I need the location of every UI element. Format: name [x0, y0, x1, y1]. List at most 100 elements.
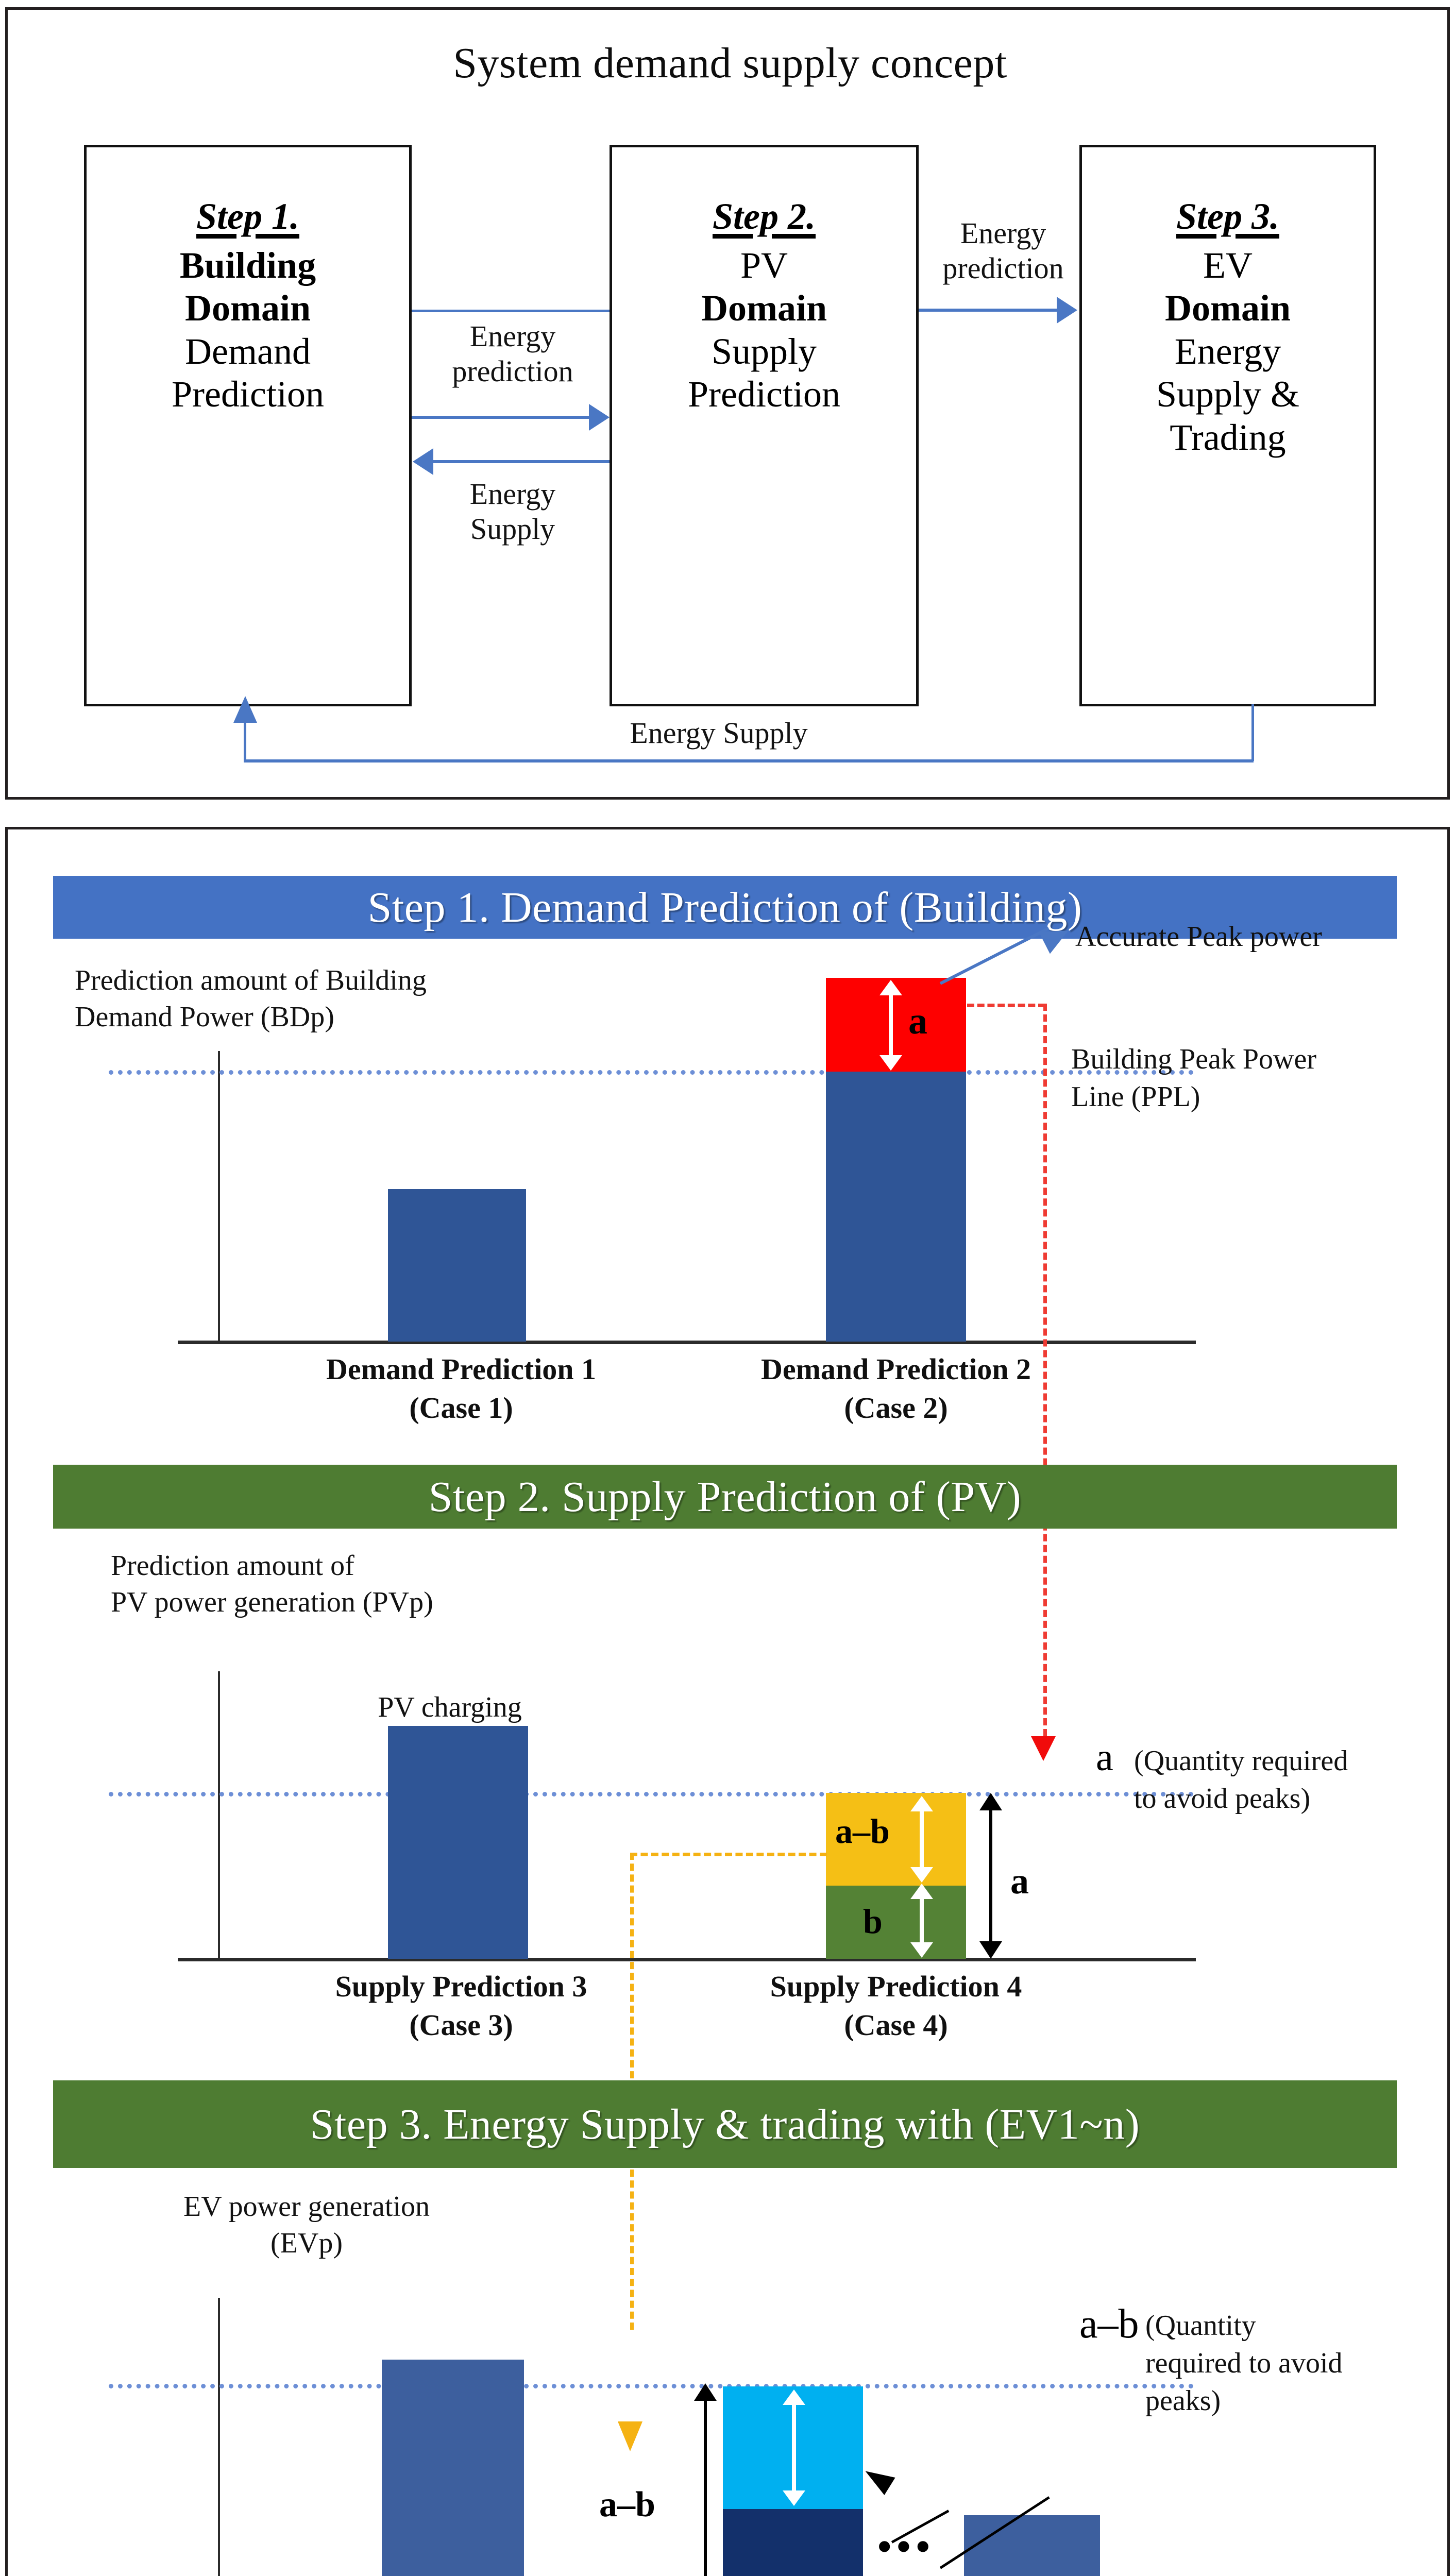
box1-line-1: Building	[179, 244, 316, 286]
step2-yellow-guide-horizontal	[630, 1853, 827, 1856]
steps-panel: Step 1. Demand Prediction of (Building) …	[5, 827, 1450, 2576]
step1-red-guide-vertical	[1043, 1004, 1047, 1736]
step2-quantity-symbol: a	[1096, 1736, 1113, 1779]
step2-y-axis-label: Prediction amount of PV power generation…	[111, 1550, 433, 1618]
step3-y-axis-label: EV power generation (EVp)	[183, 2191, 430, 2259]
connector-line-top	[412, 310, 610, 312]
step2-total-label-a: a	[1010, 1860, 1029, 1902]
step2-quantity-text: (Quantity required to avoid peaks)	[1134, 1745, 1348, 1815]
measure-arrowhead-down	[783, 2490, 805, 2506]
step2-bar-case4-top	[826, 1793, 966, 1886]
box2-step-label: Step 2.	[712, 196, 816, 237]
connector-line-pv-ev	[919, 309, 1057, 312]
step2-bar-case4-bottom	[826, 1886, 966, 1959]
section-header-step2: Step 2. Supply Prediction of (PV)	[53, 1465, 1397, 1529]
feedback-label-energy-supply: Energy Supply	[630, 716, 808, 750]
step1-y-axis-label: Prediction amount of Building Demand Pow…	[75, 964, 427, 1033]
step1-bar-case1	[388, 1189, 526, 1342]
step2-x-axis	[178, 1958, 1196, 1961]
step1-cat2-title: Demand Prediction 2	[760, 1352, 1031, 1386]
step1-cat1-title: Demand Prediction 1	[326, 1352, 597, 1386]
box1-line-4: Prediction	[172, 374, 324, 415]
step2-cat2-title: Supply Prediction 4	[770, 1970, 1022, 2003]
step2-red-guide-arrowhead	[1031, 1736, 1056, 1761]
section-header-step3: Step 3. Energy Supply & trading with (EV…	[53, 2080, 1397, 2168]
step1-red-guide-horizontal	[967, 1004, 1045, 1007]
measure-stem	[704, 2397, 707, 2576]
step2-total-measure-arrow-a	[979, 1793, 1002, 1959]
step2-segment-label-b: b	[863, 1902, 883, 1941]
step1-bar-case2-base	[826, 1071, 966, 1342]
step1-peak-power-line	[109, 1070, 1194, 1075]
box1-step-label: Step 1.	[196, 196, 299, 237]
concept-panel: System demand supply concept Step 1. Bui…	[5, 7, 1450, 800]
connector-line-pv-building	[433, 460, 610, 463]
step2-cat1-sub: (Case 3)	[409, 2008, 513, 2042]
box2-line-4: Prediction	[688, 374, 840, 415]
step2-category-label-4: Supply Prediction 4 (Case 4)	[731, 1967, 1061, 2045]
box2-line-1: PV	[740, 244, 788, 286]
domain-box-building: Step 1. Building Domain Demand Predictio…	[84, 145, 412, 706]
section-header-step1-text: Step 1. Demand Prediction of (Building)	[367, 883, 1082, 931]
step3-peak-power-line	[109, 2384, 1194, 2388]
step3-measure-label-a-minus-b: a–b	[599, 2485, 655, 2524]
measure-stem	[889, 993, 893, 1057]
connector-arrowhead-pv-ev	[1057, 297, 1077, 324]
measure-stem	[920, 1897, 924, 1944]
step3-quantity-text: (Quantity required to avoid peaks)	[1145, 2310, 1343, 2417]
connector-label-energy-prediction-2: Energy prediction	[942, 216, 1064, 285]
step1-measure-arrow-a	[879, 980, 902, 1071]
step3-pointer-arrowhead	[859, 2462, 895, 2495]
section-header-step1: Step 1. Demand Prediction of (Building)	[53, 876, 1397, 939]
step2-peak-power-line	[109, 1792, 1194, 1797]
measure-arrowhead-up	[879, 980, 902, 995]
step2-bar-case3	[388, 1726, 528, 1959]
step2-measure-arrow-bottom	[910, 1884, 933, 1958]
measure-stem	[989, 1806, 992, 1945]
connector-label-energy-prediction-1: Energy prediction	[452, 319, 573, 388]
measure-arrowhead-down	[910, 1867, 933, 1883]
measure-stem	[920, 1809, 924, 1869]
connector-arrowhead-pv-building	[413, 448, 433, 475]
step3-bar-ev2-bottom	[723, 2509, 863, 2576]
connector-arrowhead-building-pv	[589, 404, 610, 431]
feedback-line-left	[244, 718, 246, 761]
step3-ellipsis: •••	[877, 2524, 935, 2569]
step1-cat2-sub: (Case 2)	[844, 1391, 948, 1425]
step3-bar-evn	[964, 2515, 1100, 2576]
box3-line-1: EV	[1203, 244, 1253, 286]
step3-bar-ev1	[382, 2360, 524, 2576]
step2-pv-charging-label: PV charging	[378, 1691, 522, 1723]
feedback-line-bottom	[244, 759, 1254, 762]
box3-line-2: Domain	[1164, 287, 1291, 329]
step1-category-label-1: Demand Prediction 1 (Case 1)	[296, 1350, 626, 1428]
step2-measure-arrow-top	[910, 1796, 933, 1883]
measure-stem	[792, 2403, 796, 2493]
step2-cat2-sub: (Case 4)	[844, 2008, 948, 2042]
domain-box-pv: Step 2. PV Domain Supply Prediction	[610, 145, 919, 706]
box3-step-label: Step 3.	[1176, 196, 1279, 237]
feedback-line-right	[1251, 704, 1254, 761]
section-header-step3-text: Step 3. Energy Supply & trading with (EV…	[310, 2100, 1140, 2148]
measure-arrowhead-down	[879, 1055, 902, 1071]
measure-arrowhead-up	[910, 1884, 933, 1899]
step1-ppl-label: Building Peak Power Line (PPL)	[1071, 1043, 1316, 1113]
box1-line-2: Domain	[184, 287, 311, 329]
box2-line-3: Supply	[711, 330, 817, 372]
step1-category-label-2: Demand Prediction 2 (Case 2)	[731, 1350, 1061, 1428]
domain-box-ev: Step 3. EV Domain Energy Supply & Tradin…	[1079, 145, 1376, 706]
section-header-step2-text: Step 2. Supply Prediction of (PV)	[428, 1472, 1022, 1521]
measure-arrowhead-down	[979, 1941, 1002, 1959]
measure-arrowhead-up	[783, 2389, 805, 2405]
measure-arrowhead-up	[910, 1796, 933, 1811]
connector-line-building-pv	[412, 416, 589, 419]
step1-x-axis	[178, 1341, 1196, 1344]
step3-yellow-guide-arrowhead	[618, 2421, 642, 2451]
box3-line-5: Trading	[1170, 416, 1286, 458]
step2-cat1-title: Supply Prediction 3	[335, 1970, 587, 2003]
step1-accurate-peak-power-label: Accurate Peak power	[1075, 921, 1322, 953]
step1-measure-label-a: a	[908, 1000, 927, 1042]
box3-line-4: Supply &	[1156, 374, 1300, 415]
step2-category-label-3: Supply Prediction 3 (Case 3)	[296, 1967, 626, 2045]
